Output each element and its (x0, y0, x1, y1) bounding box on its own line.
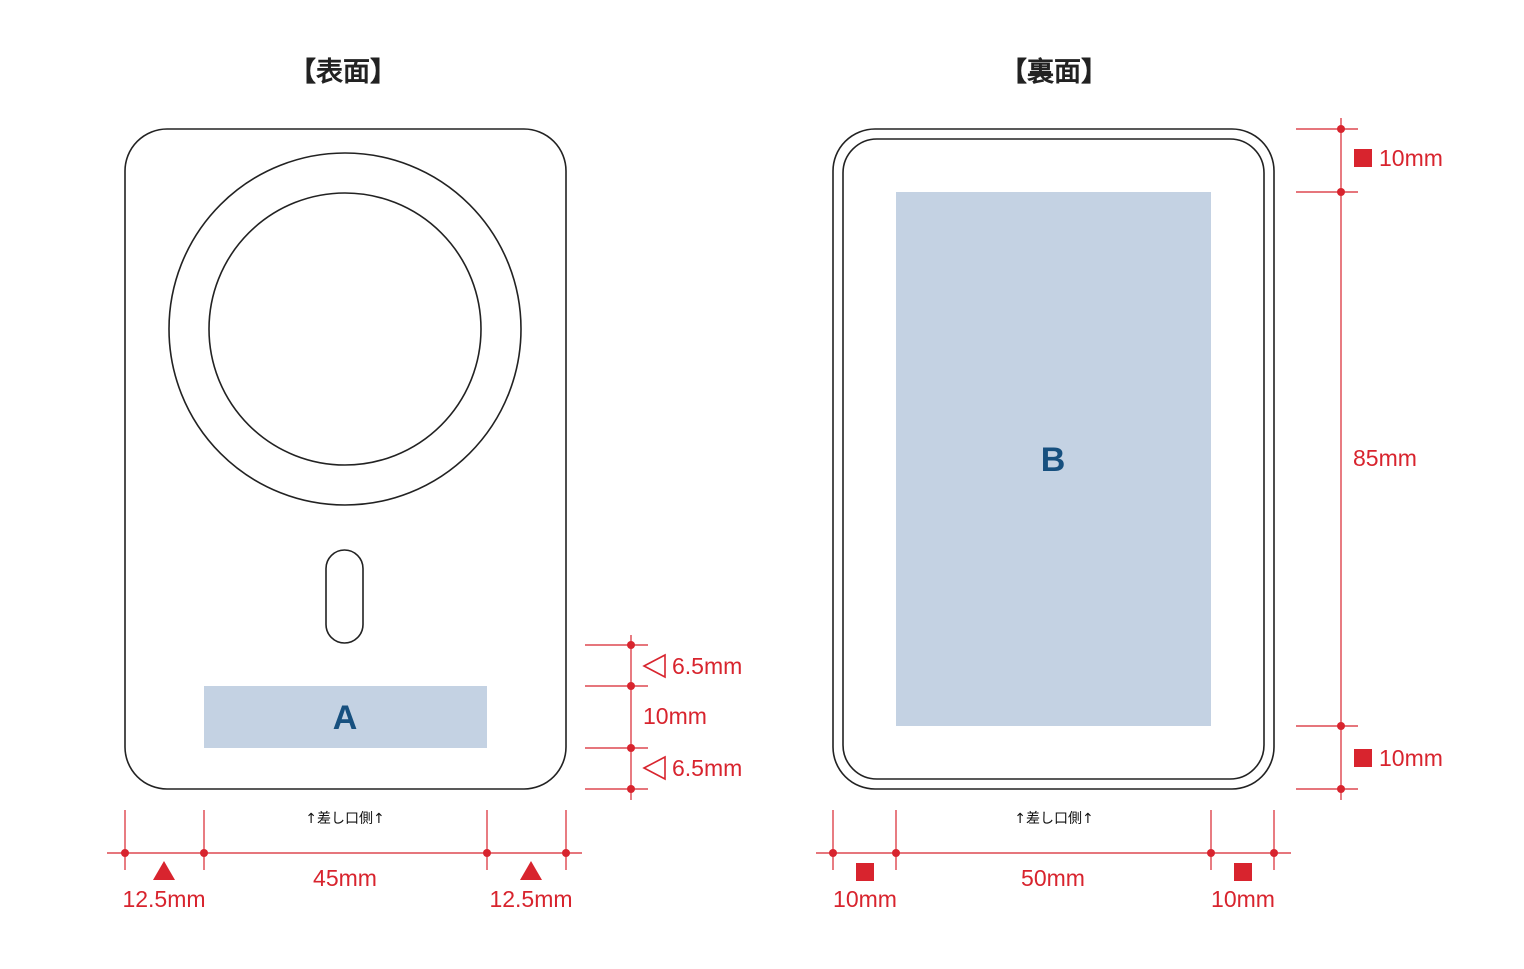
print-area-b (896, 192, 1211, 726)
square-filled-icon (1234, 863, 1252, 881)
front-port-side-note: ↑差し口側↑ (305, 811, 384, 827)
back-title: 【裏面】 (1000, 56, 1108, 88)
back-device-inner-outline (842, 138, 1265, 780)
back-view: 【裏面】 B ↑差し口側↑ 10mm 50mm 10mm (816, 56, 1443, 912)
magnet-ring-inner (208, 192, 482, 466)
magnet-ring-outer (168, 152, 522, 506)
front-dim-side-mid: 10mm (643, 703, 707, 729)
front-dim-center: 45mm (313, 865, 377, 891)
back-dim-top: 10mm (1379, 145, 1443, 171)
square-filled-icon (1354, 749, 1372, 767)
back-dim-height: 85mm (1353, 445, 1417, 471)
front-dim-right: 12.5mm (489, 886, 572, 912)
square-filled-icon (1354, 149, 1372, 167)
front-title: 【表面】 (289, 57, 397, 88)
print-area-a (204, 686, 487, 748)
front-dim-left: 12.5mm (122, 886, 205, 912)
front-dim-side-top: 6.5mm (672, 653, 742, 679)
print-area-a-label: A (333, 699, 358, 737)
front-horizontal-dimension: 12.5mm 45mm 12.5mm (107, 810, 582, 912)
front-view: 【表面】 A ↑差し口側↑ 12.5mm 45mm 12.5mm (107, 57, 742, 912)
back-dim-bottom: 10mm (1379, 745, 1443, 771)
indicator-slot (325, 549, 364, 644)
back-dim-left: 10mm (833, 886, 897, 912)
front-vertical-dimension: 6.5mm 10mm 6.5mm (585, 635, 742, 800)
triangle-outline-icon (642, 653, 666, 679)
back-dim-center: 50mm (1021, 865, 1085, 891)
back-dim-right: 10mm (1211, 886, 1275, 912)
triangle-outline-icon (642, 755, 666, 781)
front-dim-side-bottom: 6.5mm (672, 755, 742, 781)
back-port-side-note: ↑差し口側↑ (1014, 811, 1093, 827)
front-device-outline (124, 128, 567, 790)
back-horizontal-dimension: 10mm 50mm 10mm (816, 810, 1291, 912)
print-area-b-label: B (1041, 441, 1066, 479)
back-vertical-dimension: 10mm 85mm 10mm (1296, 118, 1443, 800)
triangle-filled-icon (520, 861, 542, 880)
triangle-filled-icon (153, 861, 175, 880)
square-filled-icon (856, 863, 874, 881)
